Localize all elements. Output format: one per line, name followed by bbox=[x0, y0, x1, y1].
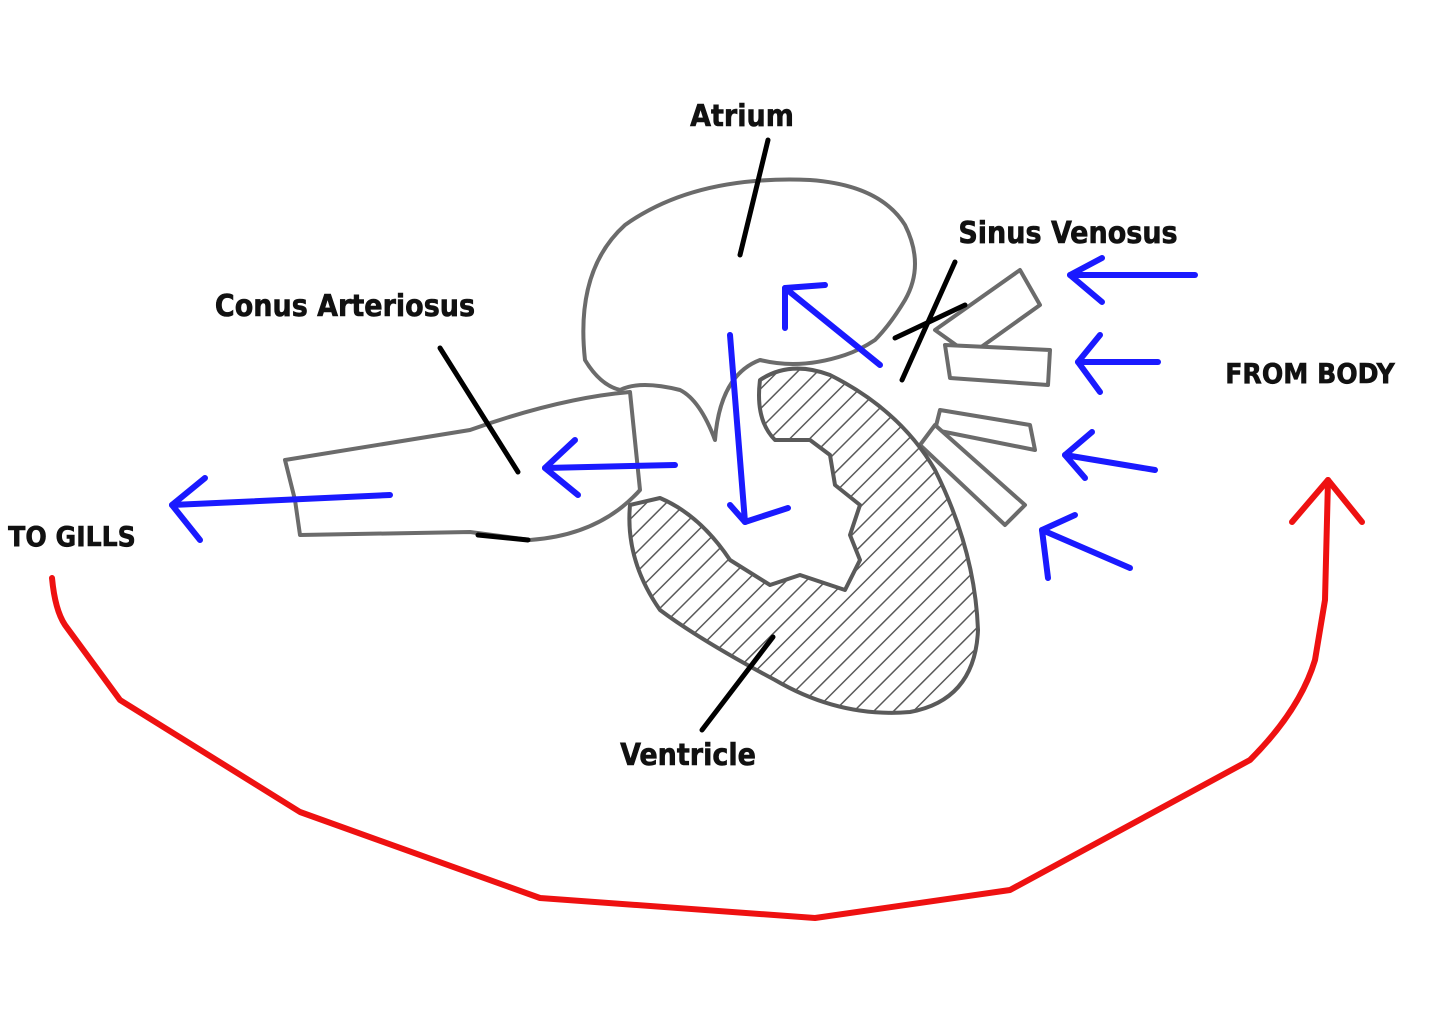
atrium-label: Atrium bbox=[690, 99, 794, 134]
conus-arteriosus-label: Conus Arteriosus bbox=[215, 289, 475, 324]
flow-arrows bbox=[169, 255, 1198, 581]
sinus-venosus-tube-3 bbox=[933, 408, 1037, 452]
atrium-shape bbox=[581, 177, 917, 442]
flow-arrow-atrium-to-ventricle bbox=[727, 332, 791, 525]
from-body-label: FROM BODY bbox=[1225, 357, 1395, 390]
conus-arteriosus-leader-line bbox=[437, 345, 521, 475]
flow-arrow-sinus-to-atrium bbox=[782, 282, 883, 368]
flow-arrow-into-sinus-3 bbox=[1062, 429, 1158, 481]
atrium-leader-line bbox=[737, 137, 771, 258]
sinus-venosus-label: Sinus Venosus bbox=[958, 216, 1177, 251]
flow-arrow-into-sinus-4 bbox=[1039, 512, 1133, 581]
conus-arteriosus-leader-tick bbox=[475, 532, 531, 543]
flow-arrow-into-sinus-1 bbox=[1067, 255, 1198, 305]
ventricle-label: Ventricle bbox=[620, 738, 756, 773]
to-gills-label: TO GILLS bbox=[8, 520, 136, 553]
ventricle-shape bbox=[627, 366, 980, 715]
circulation-return-arrow bbox=[49, 477, 1365, 921]
sinus-venosus-leader-line-cross bbox=[892, 302, 968, 341]
flow-arrow-into-sinus-2 bbox=[1075, 332, 1161, 395]
flow-arrow-to-gills bbox=[169, 475, 393, 543]
sinus-venosus-tube-2 bbox=[943, 343, 1052, 387]
conus-arteriosus-shape bbox=[283, 390, 642, 542]
flow-arrow-into-conus bbox=[542, 437, 678, 498]
sinus-venosus-tube-4 bbox=[918, 423, 1027, 527]
ventricle-leader-line bbox=[699, 634, 776, 733]
